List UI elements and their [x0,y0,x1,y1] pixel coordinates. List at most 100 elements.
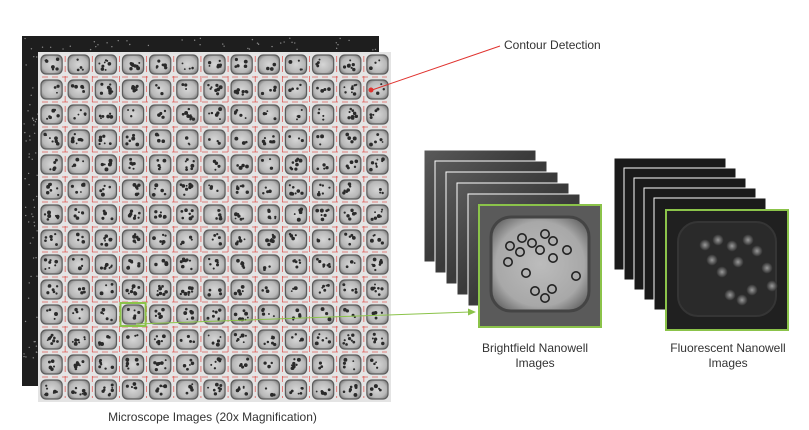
cell-dot [316,238,319,241]
brightfield-cell [504,241,515,252]
cell-dot [298,259,301,262]
fluorescent-cell [746,284,758,296]
cell-dot [263,342,266,346]
cell-dot [321,192,324,195]
cell-dot [125,364,129,368]
cell-dot [347,136,352,140]
cell-dot [353,393,358,397]
cell-dot [183,193,186,196]
cell-dot [216,232,219,236]
nanowell [40,154,63,175]
speckle [199,37,202,40]
cell-dot [189,358,193,362]
cell-dot [70,184,74,188]
cell-dot [71,390,75,395]
cell-dot [352,111,357,116]
cell-dot [262,192,265,195]
brightfield-cell [514,247,525,258]
cell-dot [243,59,248,64]
cell-dot [104,68,107,71]
cell-dot [380,83,383,86]
cell-dot [100,311,103,314]
cell-dot [186,334,191,339]
nanowell [366,354,389,375]
cell-dot [50,359,55,364]
cell-dot [296,357,301,362]
cell-dot [350,116,355,120]
cell-dot [264,112,268,116]
nanowell [257,54,280,75]
cell-dot [107,162,112,167]
cell-dot [380,241,384,245]
cell-dot [189,339,193,343]
nanowell [203,54,226,75]
cell-dot [192,340,196,344]
nanowell [257,254,280,275]
cell-dot [188,67,191,70]
speckle [34,340,36,343]
cell-dot [374,290,377,293]
brightfield-cell [561,245,572,256]
cell-dot [269,67,274,71]
cell-dot [189,363,191,366]
cell-dot [155,84,158,87]
cell-dot [46,218,50,221]
cell-dot [53,160,57,164]
cell-dot [105,284,108,287]
cell-dot [319,183,322,187]
cell-dot [241,184,245,188]
cell-dot [50,367,54,371]
cell-dot [342,341,346,345]
cell-dot [374,268,377,272]
cell-dot [100,192,105,197]
speckle [24,206,27,208]
speckle [147,44,150,47]
cell-dot [240,333,245,338]
cell-dot [179,183,183,187]
cell-dot [164,262,169,267]
cell-dot [132,167,135,170]
cell-dot [46,184,50,189]
speckle [27,221,30,223]
cell-dot [238,238,242,242]
cell-dot [216,139,219,143]
cell-dot [108,237,113,242]
speckle [35,152,37,154]
cell-dot [235,190,239,194]
cell-dot [214,360,217,363]
label-brightfield-line1: Brightfield Nanowell [481,341,589,355]
cell-dot [81,183,85,187]
nanowell [230,129,253,150]
speckle [35,118,38,121]
cell-dot [128,166,131,170]
brightfield-cells [502,229,581,303]
cell-dot [82,290,86,294]
contour-detection-lines [42,56,387,398]
cell-dot [218,59,221,63]
cell-dot [237,212,240,215]
cell-dot [208,184,211,187]
cell-dot [74,84,78,89]
cell-dot [263,137,267,140]
cell-dot [318,259,322,264]
cell-dot [271,140,276,144]
cell-dot [371,337,374,340]
cell-dot [209,185,214,189]
brightfield-well [489,215,591,313]
cell-dot [351,236,356,240]
cell-dot [376,158,379,161]
cell-dot [81,86,85,89]
nanowell [40,204,63,225]
cell-dot [108,158,113,163]
speckle [129,43,131,46]
cell-dot [74,338,78,342]
cell-dot [345,343,348,346]
cell-dot [351,288,354,292]
cell-dot [55,390,58,393]
cell-dot [47,214,52,219]
cell-dot [136,237,141,242]
cell-dot [189,114,192,117]
cell-dot [134,357,139,362]
cell-dot [109,115,114,119]
cell-dot [72,163,77,167]
